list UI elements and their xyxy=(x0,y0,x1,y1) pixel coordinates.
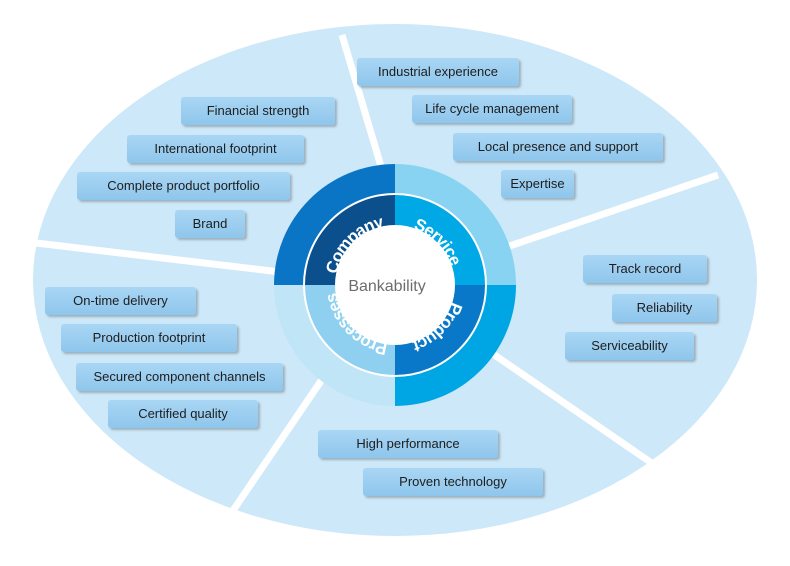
service-tag-life-cycle-management: Life cycle management xyxy=(412,95,572,123)
divider-right-upper xyxy=(496,171,720,254)
ring-inner-divider xyxy=(303,193,487,377)
divider-top xyxy=(338,34,392,191)
divider-right-lower xyxy=(478,342,658,469)
center-disc xyxy=(335,225,455,345)
product-tag-proven-technology: Proven technology xyxy=(363,468,543,496)
service-tag-local-presence-and-support: Local presence and support xyxy=(453,133,663,161)
company-tag-international-footprint: International footprint xyxy=(127,135,304,163)
divider-left xyxy=(35,239,281,276)
processes-tag-on-time-delivery: On-time delivery xyxy=(45,287,196,315)
product-tag-high-performance: High performance xyxy=(318,430,498,458)
product-tag-track-record: Track record xyxy=(583,255,707,283)
product-tag-reliability: Reliability xyxy=(612,294,717,322)
divider-bottom xyxy=(229,373,328,514)
product-tag-serviceability: Serviceability xyxy=(565,332,694,360)
company-tag-complete-product-portfolio: Complete product portfolio xyxy=(77,172,290,200)
service-tag-expertise: Expertise xyxy=(501,170,574,198)
processes-tag-certified-quality: Certified quality xyxy=(108,400,258,428)
processes-tag-secured-component-channels: Secured component channels xyxy=(76,363,283,391)
ellipse-dividers xyxy=(35,34,720,514)
processes-tag-production-footprint: Production footprint xyxy=(61,324,237,352)
company-tag-financial-strength: Financial strength xyxy=(181,97,335,125)
center-label: Bankability xyxy=(348,278,425,295)
service-tag-industrial-experience: Industrial experience xyxy=(357,58,519,86)
company-tag-brand: Brand xyxy=(175,210,245,238)
